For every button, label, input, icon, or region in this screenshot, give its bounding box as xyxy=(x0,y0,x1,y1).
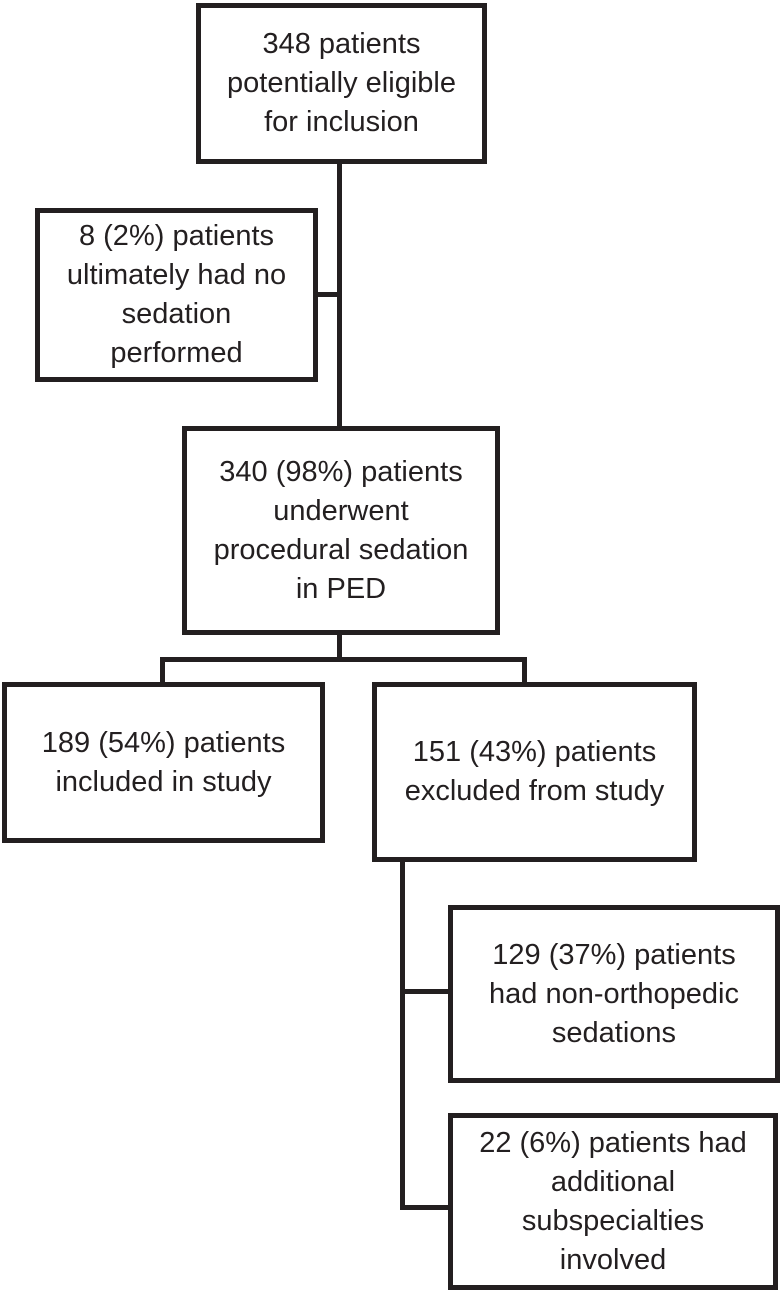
flow-node-excluded-label: 151 (43%) patients excluded from study xyxy=(404,736,665,807)
connector-excluded-vertical xyxy=(400,860,405,1210)
flow-node-subspecialties: 22 (6%) patients had additional subspeci… xyxy=(448,1113,778,1290)
flow-node-excluded: 151 (43%) patients excluded from study xyxy=(372,682,697,862)
connector-branch-non-orthopedic xyxy=(400,989,450,994)
flow-node-included-label: 189 (54%) patients included in study xyxy=(41,726,286,798)
connector-branch-subspecialties xyxy=(400,1205,450,1210)
flow-node-sedation-ped: 340 (98%) patients underwent procedural … xyxy=(182,426,500,635)
flow-node-no-sedation-label: 8 (2%) patients ultimately had no sedati… xyxy=(66,220,287,369)
connector-drop-included xyxy=(160,657,165,684)
flow-node-eligible-label: 348 patients potentially eligible for in… xyxy=(227,28,456,138)
flow-node-included: 189 (54%) patients included in study xyxy=(2,682,325,843)
flow-node-eligible: 348 patients potentially eligible for in… xyxy=(196,3,487,164)
flow-node-non-orthopedic: 129 (37%) patients had non-orthopedic se… xyxy=(448,905,780,1083)
connector-ped-down-stub xyxy=(337,633,342,662)
connector-branch-no-sedation xyxy=(316,292,342,297)
flow-node-subspecialties-label: 22 (6%) patients had additional subspeci… xyxy=(479,1126,747,1276)
flow-node-no-sedation: 8 (2%) patients ultimately had no sedati… xyxy=(35,208,318,382)
connector-drop-excluded xyxy=(522,657,527,684)
connector-split-horizontal xyxy=(160,657,527,662)
flow-node-non-orthopedic-label: 129 (37%) patients had non-orthopedic se… xyxy=(489,938,739,1049)
flow-node-sedation-ped-label: 340 (98%) patients underwent procedural … xyxy=(213,455,469,605)
